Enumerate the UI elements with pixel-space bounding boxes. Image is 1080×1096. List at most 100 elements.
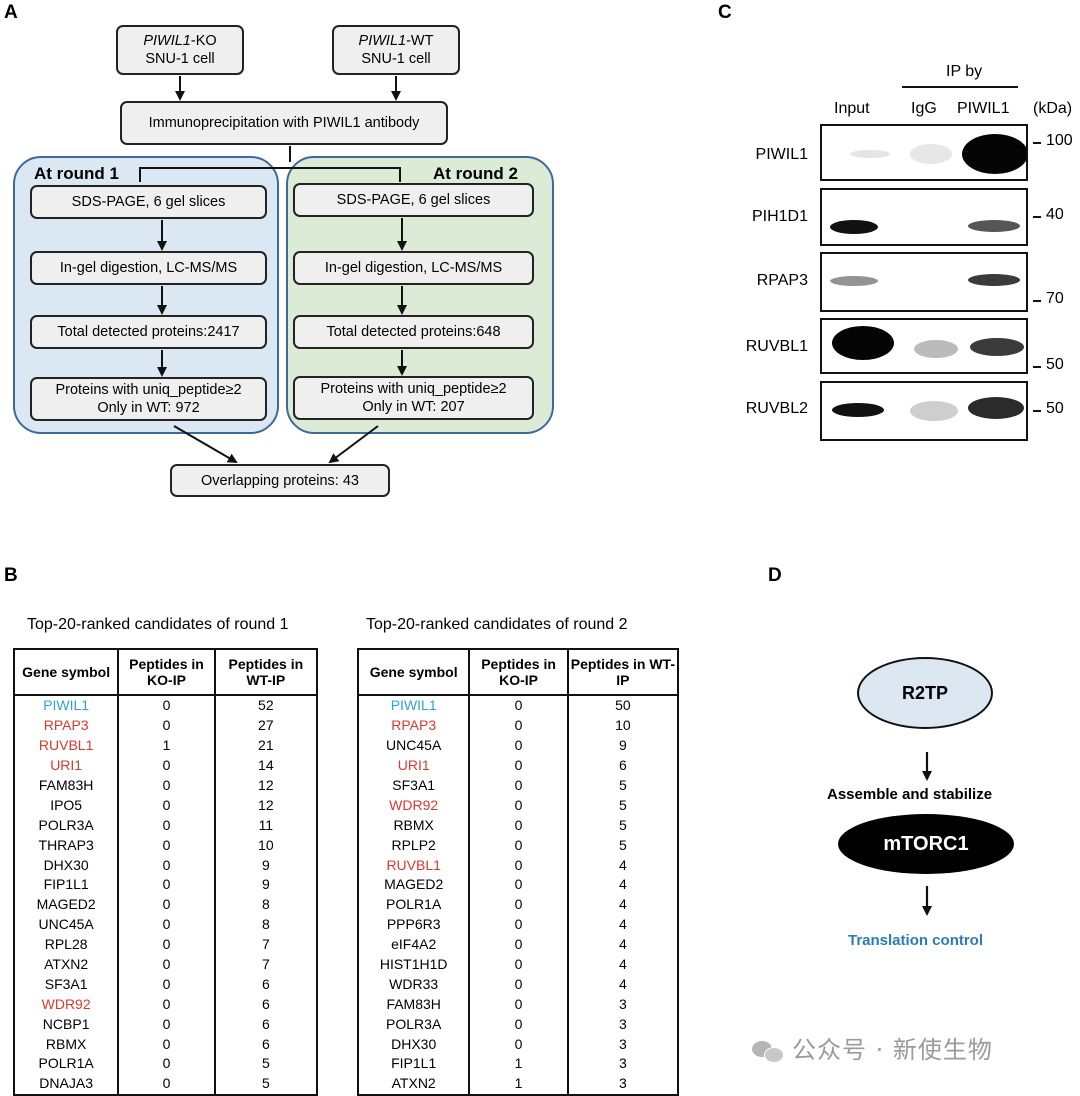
wt-ip-cell: 4 — [566, 974, 680, 995]
round2-title: At round 2 — [433, 164, 518, 183]
band — [832, 326, 894, 360]
gene-cell: MAGED2 — [12, 894, 120, 915]
gene-cell: WDR33 — [356, 974, 471, 995]
ip-by-line — [902, 86, 1018, 88]
ko-ip-cell: 0 — [117, 894, 216, 915]
gene-cell: RUVBL1 — [12, 735, 120, 756]
wt-ip-cell: 21 — [213, 735, 319, 756]
ko-ip-cell: 0 — [468, 954, 569, 975]
ko-ip-cell: 0 — [117, 914, 216, 935]
panel-label-d: D — [768, 565, 782, 586]
header-gene-symbol: Gene symbol — [12, 648, 120, 696]
band — [968, 397, 1024, 419]
gene-cell: IPO5 — [12, 795, 120, 816]
ko-ip-cell: 0 — [468, 695, 569, 716]
lane-igg: IgG — [911, 100, 937, 117]
panel-label-b: B — [4, 565, 18, 586]
wt-cell-gene: PIWIL1 — [358, 33, 407, 49]
wt-ip-cell: 14 — [213, 755, 319, 776]
round1-uniq-line2: Only in WT: 972 — [97, 400, 200, 416]
header-wt-ip: Peptides in WT-IP — [566, 648, 680, 696]
table1-title: Top-20-ranked candidates of round 1 — [27, 616, 289, 633]
gene-cell: DHX30 — [356, 1034, 471, 1055]
wt-cell-line1: PIWIL1-WT — [359, 32, 434, 50]
wt-ip-cell: 3 — [566, 1034, 680, 1055]
round1-uniq-line1: Proteins with uniq_peptide≥2 — [55, 382, 242, 398]
ko-ip-cell: 0 — [468, 855, 569, 876]
blot-label-piwil1: PIWIL1 — [755, 146, 808, 163]
band — [914, 340, 958, 358]
mtorc1-node: mTORC1 — [838, 814, 1014, 874]
gene-cell: POLR1A — [12, 1054, 120, 1074]
ko-ip-cell: 0 — [468, 894, 569, 915]
gene-cell: FAM83H — [12, 775, 120, 796]
ko-ip-cell: 0 — [468, 795, 569, 816]
round1-sds-box: SDS-PAGE, 6 gel slices — [30, 185, 267, 219]
band — [910, 401, 958, 421]
gene-cell: WDR92 — [356, 795, 471, 816]
round1-title: At round 1 — [34, 164, 119, 183]
mw-marker: 100 — [1046, 132, 1073, 149]
band — [850, 150, 890, 158]
round1-digest-box: In-gel digestion, LC-MS/MS — [30, 251, 267, 285]
header-gene-symbol: Gene symbol — [356, 648, 471, 696]
round2-uniq-line1: Proteins with uniq_peptide≥2 — [320, 381, 507, 397]
blot-strip-ruvbl1 — [820, 318, 1028, 374]
ko-ip-cell: 0 — [468, 974, 569, 995]
band — [968, 274, 1020, 286]
ip-box: Immunoprecipitation with PIWIL1 antibody — [120, 101, 448, 145]
ko-ip-cell: 0 — [117, 974, 216, 995]
round2-uniq-line2: Only in WT: 207 — [362, 399, 465, 415]
blot-label-ruvbl2: RUVBL2 — [745, 400, 808, 417]
wt-ip-cell: 9 — [213, 855, 319, 876]
round2-total-box: Total detected proteins:648 — [293, 315, 534, 349]
overlap-box: Overlapping proteins: 43 — [170, 464, 390, 497]
ko-ip-cell: 0 — [468, 1014, 569, 1035]
watermark: 公众号 · 新使生物 — [752, 1030, 993, 1065]
wt-ip-cell: 52 — [213, 695, 319, 716]
wt-ip-cell: 4 — [566, 954, 680, 975]
band — [910, 144, 952, 164]
ip-by-label: IP by — [946, 63, 983, 80]
wt-ip-cell: 5 — [566, 795, 680, 816]
gene-cell: RUVBL1 — [356, 855, 471, 876]
mw-marker: 50 — [1046, 356, 1064, 373]
gene-cell: RPLP2 — [356, 835, 471, 856]
wechat-icon — [752, 1039, 784, 1063]
gene-cell: DHX30 — [12, 855, 120, 876]
mw-tick — [1033, 216, 1041, 218]
ko-ip-cell: 0 — [117, 1014, 216, 1035]
ko-cell-line1: PIWIL1-KO — [143, 32, 216, 50]
gene-cell: URI1 — [356, 755, 471, 776]
ko-ip-cell: 0 — [468, 755, 569, 776]
gene-cell: ATXN2 — [12, 954, 120, 975]
table-header-row: Gene symbol Peptides in KO-IP Peptides i… — [356, 648, 680, 696]
gene-cell: RBMX — [12, 1034, 120, 1055]
mtorc1-label: mTORC1 — [883, 832, 969, 855]
gene-cell: RPAP3 — [12, 715, 120, 736]
wt-ip-cell: 10 — [213, 835, 319, 856]
ko-ip-cell: 0 — [117, 755, 216, 776]
table-header-row: Gene symbol Peptides in KO-IP Peptides i… — [12, 648, 319, 696]
ko-ip-cell: 0 — [468, 715, 569, 736]
blot-label-pih1d1: PIH1D1 — [751, 208, 808, 225]
ko-ip-cell: 0 — [117, 994, 216, 1015]
wt-ip-cell: 5 — [566, 835, 680, 856]
blot-strip-ruvbl2 — [820, 381, 1028, 441]
mw-marker: 70 — [1046, 290, 1064, 307]
assemble-label: Assemble and stabilize — [827, 786, 993, 803]
